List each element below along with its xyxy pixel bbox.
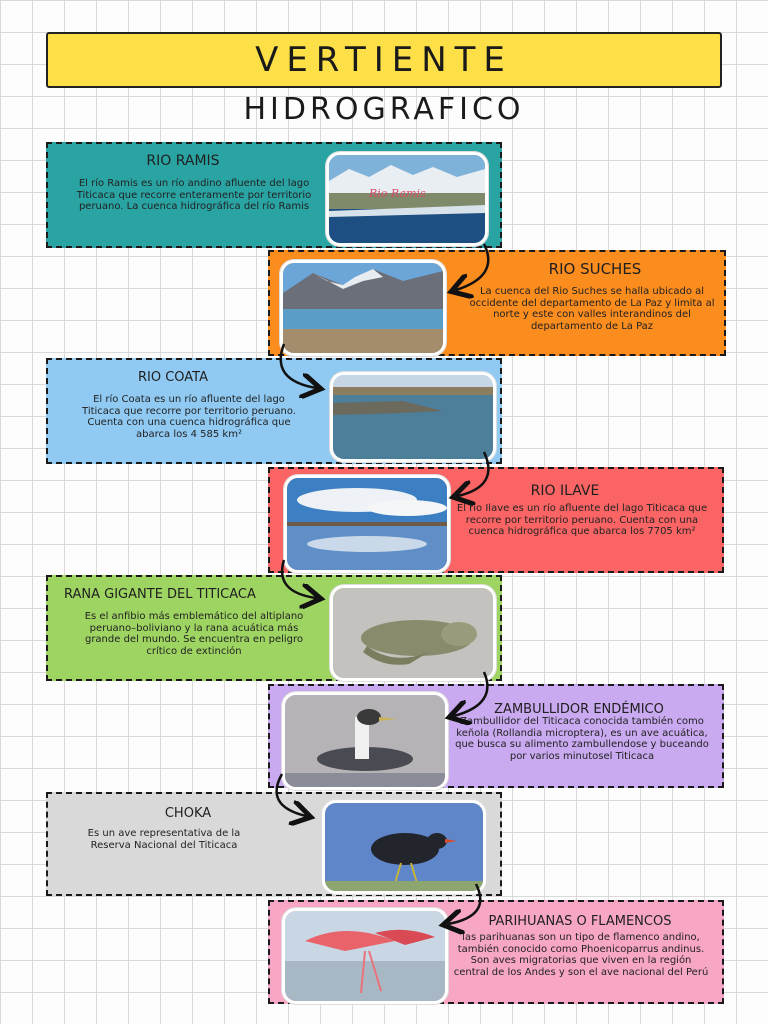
card-title: RIO RAMIS <box>146 153 220 169</box>
card-text: El río Coata es un río afluente del lago… <box>82 394 296 440</box>
title-banner: VERTIENTE <box>46 32 722 88</box>
card-rio-suches: RIO SUCHES La cuenca del Rio Suches se h… <box>268 250 726 356</box>
card-text: Es el anfibio más emblemático del altipl… <box>84 611 304 657</box>
card-rio-coata: RIO COATA El río Coata es un río afluent… <box>46 358 502 464</box>
card-text: El río Ilave es un río afluente del lago… <box>456 503 708 537</box>
card-title: ZAMBULLIDOR ENDÉMICO <box>494 702 664 717</box>
card-parihuanas: PARIHUANAS O FLAMENCOS las parihuanas so… <box>268 900 724 1004</box>
card-text: Zambullidor del Titicaca conocida tambié… <box>455 716 709 762</box>
card-choka: CHOKA Es un ave representativa de la Res… <box>46 792 502 896</box>
card-title: RIO ILAVE <box>530 483 600 499</box>
page-title: VERTIENTE <box>255 40 513 80</box>
photo-parihuanas <box>282 908 448 1004</box>
card-title: RIO SUCHES <box>548 260 642 278</box>
card-rana-gigante: RANA GIGANTE DEL TITICACA Es el anfibio … <box>46 575 502 681</box>
card-rio-ramis: RIO RAMIS El río Ramis es un río andino … <box>46 142 502 248</box>
card-title: RANA GIGANTE DEL TITICACA <box>64 587 256 602</box>
photo-rio-ramis: Rio Ramis <box>326 152 488 246</box>
card-title: PARIHUANAS O FLAMENCOS <box>488 914 672 929</box>
card-text: La cuenca del Rio Suches se halla ubicad… <box>469 286 715 332</box>
card-zambullidor: ZAMBULLIDOR ENDÉMICO Zambullidor del Tit… <box>268 684 724 790</box>
card-text: las parihuanas son un tipo de flamenco a… <box>453 932 709 978</box>
photo-rio-ilave <box>284 475 450 573</box>
photo-rio-coata <box>330 372 496 462</box>
photo-choka <box>322 800 486 894</box>
card-rio-ilave: RIO ILAVE El río Ilave es un río afluent… <box>268 467 724 573</box>
card-title: CHOKA <box>164 806 212 821</box>
card-text: Es un ave representativa de la Reserva N… <box>87 828 241 851</box>
card-text: El río Ramis es un río andino afluente d… <box>76 178 312 212</box>
photo-zambullidor <box>282 692 448 790</box>
photo-caption: Rio Ramis <box>368 187 426 200</box>
photo-rana-gigante <box>330 585 496 681</box>
card-title: RIO COATA <box>137 370 209 385</box>
page-subtitle: HIDROGRAFICO <box>243 92 525 127</box>
photo-rio-suches <box>280 260 446 356</box>
